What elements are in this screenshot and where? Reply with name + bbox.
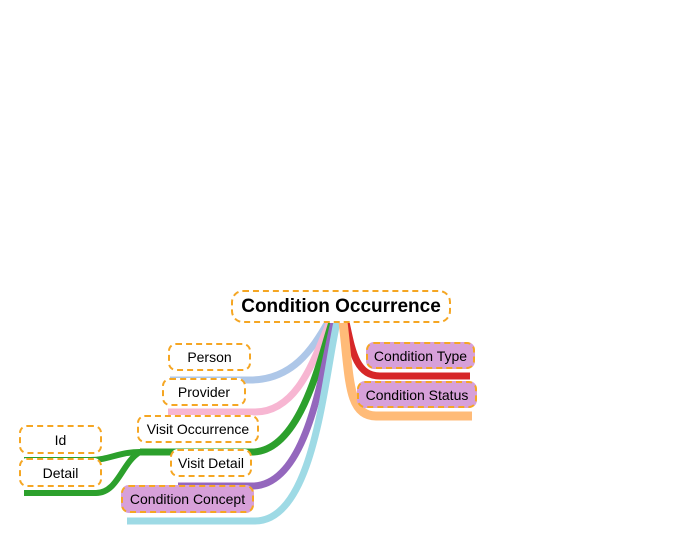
node-condition-type-label: Condition Type (373, 347, 468, 364)
node-visit-detail-label: Visit Detail (178, 455, 244, 471)
root-node-label: Condition Occurrence (241, 295, 441, 317)
node-condition-status[interactable]: Condition Status (357, 381, 477, 408)
node-detail[interactable]: Detail (19, 458, 102, 487)
node-id-label: Id (54, 431, 67, 448)
link-visit-detail (178, 321, 338, 490)
node-detail-label: Detail (42, 464, 79, 481)
node-visit-occurrence-label: Visit Occurrence (146, 421, 250, 437)
link-condition-status (338, 321, 472, 421)
node-provider-label: Provider (177, 384, 231, 400)
root-node-condition-occurrence[interactable]: Condition Occurrence (231, 290, 451, 323)
link-condition-concept (127, 321, 341, 525)
node-person[interactable]: Person (168, 343, 251, 371)
node-person-label: Person (187, 349, 232, 365)
node-provider[interactable]: Provider (162, 378, 246, 406)
node-visit-occurrence[interactable]: Visit Occurrence (137, 415, 259, 443)
node-id[interactable]: Id (19, 425, 102, 454)
node-condition-status-label: Condition Status (365, 386, 469, 403)
node-visit-detail[interactable]: Visit Detail (170, 449, 252, 477)
node-condition-concept[interactable]: Condition Concept (121, 485, 254, 513)
link-detail (24, 449, 142, 496)
node-condition-type[interactable]: Condition Type (366, 342, 475, 369)
node-condition-concept-label: Condition Concept (129, 491, 246, 507)
link-provider (168, 320, 334, 416)
